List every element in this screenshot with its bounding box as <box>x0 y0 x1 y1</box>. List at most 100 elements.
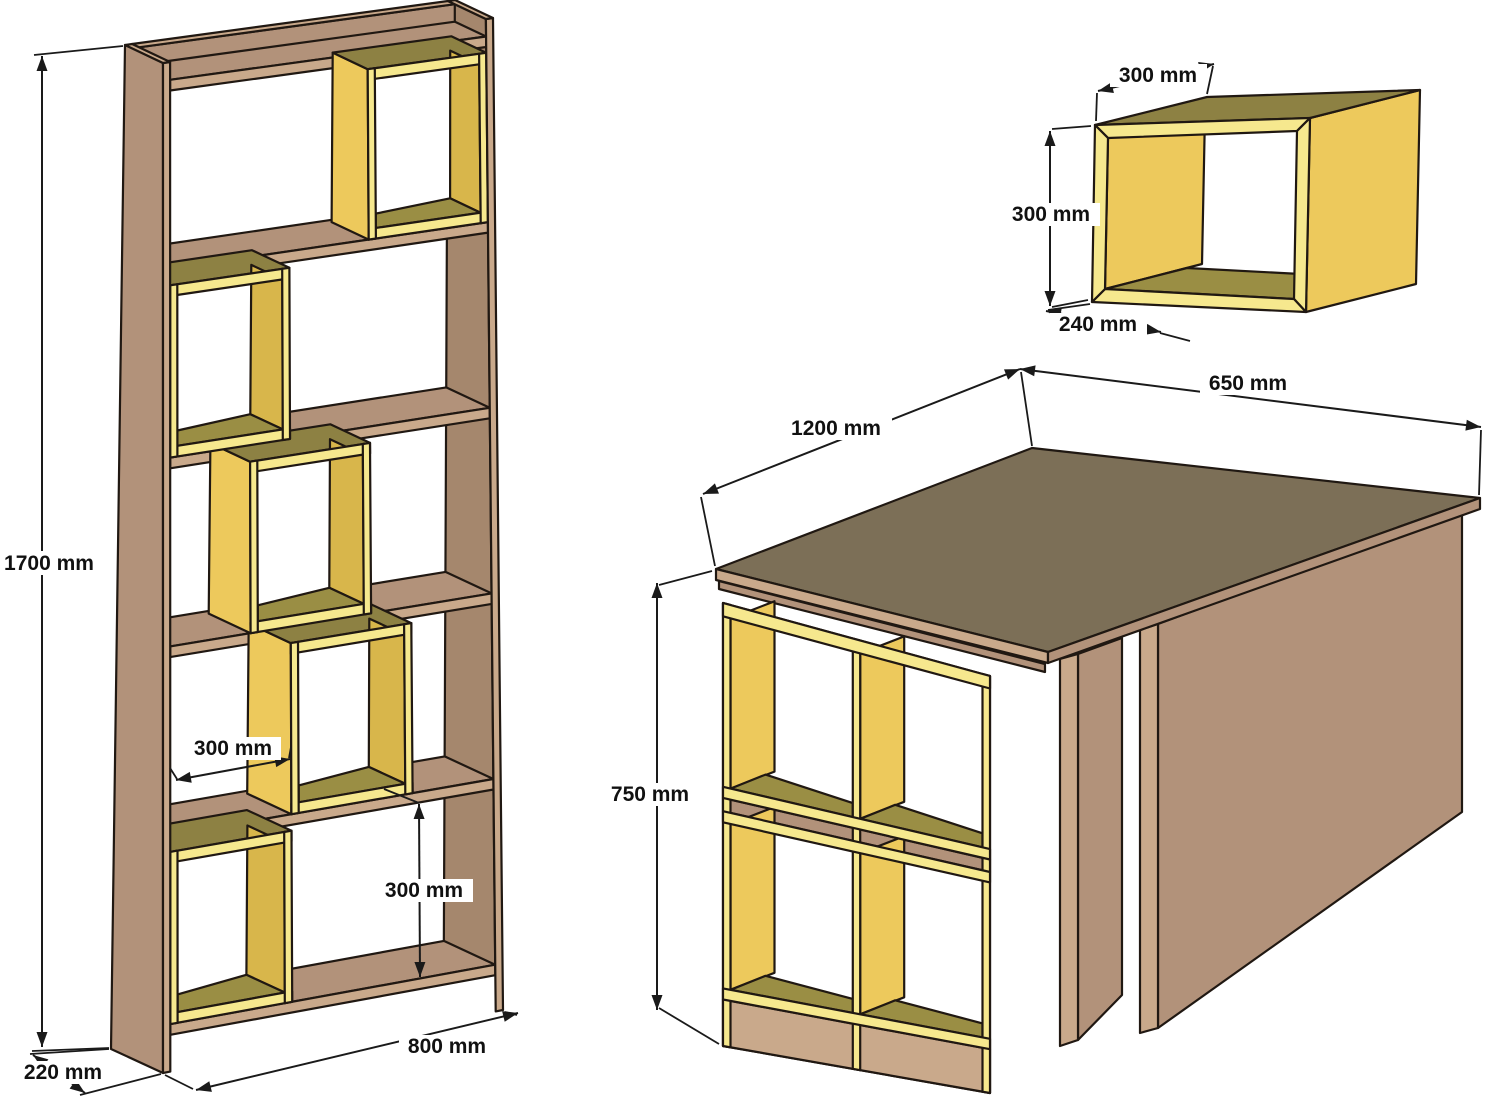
wallcube-width-text: 300 mm <box>1119 64 1197 87</box>
extension-line <box>33 45 124 56</box>
bookshelf-cube-height-label: 300 mm <box>376 879 473 902</box>
bookshelf-cube-width-dim-arrow <box>176 771 192 783</box>
bookshelf-depth-text: 220 mm <box>24 1061 102 1084</box>
wallcube-height-dim-arrow <box>1044 291 1056 306</box>
bookshelf-height-text: 1700 mm <box>4 552 94 575</box>
label-bg <box>602 783 699 806</box>
desk-unit-rail-2 <box>721 810 992 884</box>
bookshelf-width-dim-arrow <box>196 1081 212 1092</box>
cube-side-face-1 <box>246 622 293 816</box>
desktop-sub-edge <box>717 579 1047 674</box>
bookshelf-height-dim-arrow <box>36 56 48 71</box>
desk-unit-rail-3 <box>721 987 992 1051</box>
bookshelf-width-dim <box>195 1012 519 1091</box>
wallcube-depth-text: 240 mm <box>1059 313 1137 336</box>
bookshelf-depth-dim-arrow <box>69 1079 85 1093</box>
desk-height-dim-arrow <box>651 995 663 1010</box>
desk-cube-inner-left-wall-2 <box>729 805 776 991</box>
cube-frame-left-1 <box>289 640 300 816</box>
left-panel-outer-face <box>109 43 165 1075</box>
wallcube-height-text: 300 mm <box>1012 203 1090 226</box>
extension-line <box>1159 332 1191 342</box>
cube-inner-right-wall-4 <box>449 49 482 214</box>
label-bg <box>376 879 473 902</box>
cube-frame-right-1 <box>403 621 414 796</box>
right-panel-top-edge <box>446 0 495 21</box>
bookshelf-width-label: 800 mm <box>399 1035 496 1058</box>
desk-height-dim-arrow <box>651 583 663 598</box>
bookshelf-height-label: 1700 mm <box>1 551 98 575</box>
desk-depth-dim-arrow <box>1465 419 1481 431</box>
desktop-edge-flank <box>1046 496 1482 665</box>
desk-depth-text: 650 mm <box>1209 372 1287 395</box>
desk-depth-dim <box>1019 368 1482 428</box>
bookshelf-drawing <box>109 0 505 1075</box>
wallcube-right-face <box>1304 88 1422 314</box>
desk-depth-label: 650 mm <box>1200 372 1297 395</box>
extension-line <box>1020 371 1033 447</box>
desk-unit-rail-0 <box>721 601 992 690</box>
bookshelf-cube-height-dim-arrow <box>413 804 425 819</box>
dimension-labels: 1700 mm 300 mm 300 mm 800 mm 220 mm 300 … <box>1 64 1297 1084</box>
cube-inner-right-wall-0 <box>245 824 286 994</box>
cube-frame-left-3 <box>169 283 179 459</box>
cube-inner-right-wall-2 <box>328 438 365 606</box>
extension-line <box>1095 92 1098 122</box>
wallcube-depth-label: 240 mm <box>1050 313 1147 336</box>
bookshelf-depth-label: 220 mm <box>15 1061 112 1084</box>
extension-line <box>1051 125 1092 130</box>
cube-side-face-4 <box>330 51 370 241</box>
extension-line <box>31 1047 110 1052</box>
desk-length-dim-arrow <box>703 483 719 494</box>
bookshelf-width-dim-arrow <box>502 1011 518 1022</box>
bookshelf-cube-height-dim-arrow <box>414 962 426 977</box>
bookshelf-cube-width-text: 300 mm <box>194 737 272 760</box>
extension-line <box>288 746 292 759</box>
desk-divider-side-face <box>1076 636 1124 1042</box>
label-bg <box>1 551 98 575</box>
label-bg <box>1050 313 1147 336</box>
wallcube-depth-dim-arrow <box>1145 323 1161 335</box>
desk-unit-stile-2 <box>981 672 992 1095</box>
extension-line <box>1478 429 1482 496</box>
desk-unit-stile-0 <box>721 601 732 1049</box>
extension-line <box>700 496 716 567</box>
cube-frame-right-2 <box>361 441 373 616</box>
wall-cube-drawing <box>1090 88 1422 314</box>
wallcube-width-dim-arrow <box>1098 82 1114 93</box>
cube-frame-right-3 <box>281 266 292 442</box>
cube-side-face-2 <box>207 442 252 635</box>
desk-cube-inner-left-wall-3 <box>859 835 906 1016</box>
wallcube-height-dim-arrow <box>1044 131 1056 146</box>
wallcube-height-label: 300 mm <box>1003 203 1100 226</box>
cube-inner-right-wall-3 <box>249 263 284 431</box>
label-bg <box>185 737 281 760</box>
label-bg <box>399 1035 496 1058</box>
extension-line <box>1047 303 1091 311</box>
extension-line <box>1206 65 1214 95</box>
left-panel-front-edge <box>161 60 172 1075</box>
label-bg <box>1200 372 1297 395</box>
label-bg <box>780 416 892 440</box>
extension-line <box>164 1074 194 1090</box>
bookshelf-cube-height-text: 300 mm <box>385 879 463 902</box>
extension-line <box>658 1007 720 1045</box>
desk-length-label: 1200 mm <box>780 416 892 440</box>
desk-height-label: 750 mm <box>602 783 699 806</box>
cube-frame-right-0 <box>283 829 294 1005</box>
wallcube-frame-right <box>1292 116 1312 314</box>
desk-unit-rail-1 <box>721 785 992 861</box>
desk-height-text: 750 mm <box>611 783 689 806</box>
cube-frame-left-4 <box>366 67 377 241</box>
desk-length-dim-arrow <box>1004 369 1020 380</box>
left-panel-top-edge <box>123 42 172 65</box>
extension-line <box>29 1048 110 1055</box>
bookshelf-cube-width-dim <box>175 758 291 781</box>
cube-inner-right-wall-1 <box>367 617 407 785</box>
extension-line <box>169 767 178 780</box>
wallcube-width-label: 300 mm <box>1110 64 1207 87</box>
cube-frame-left-2 <box>249 459 259 635</box>
bookshelf-width-text: 800 mm <box>408 1035 486 1058</box>
